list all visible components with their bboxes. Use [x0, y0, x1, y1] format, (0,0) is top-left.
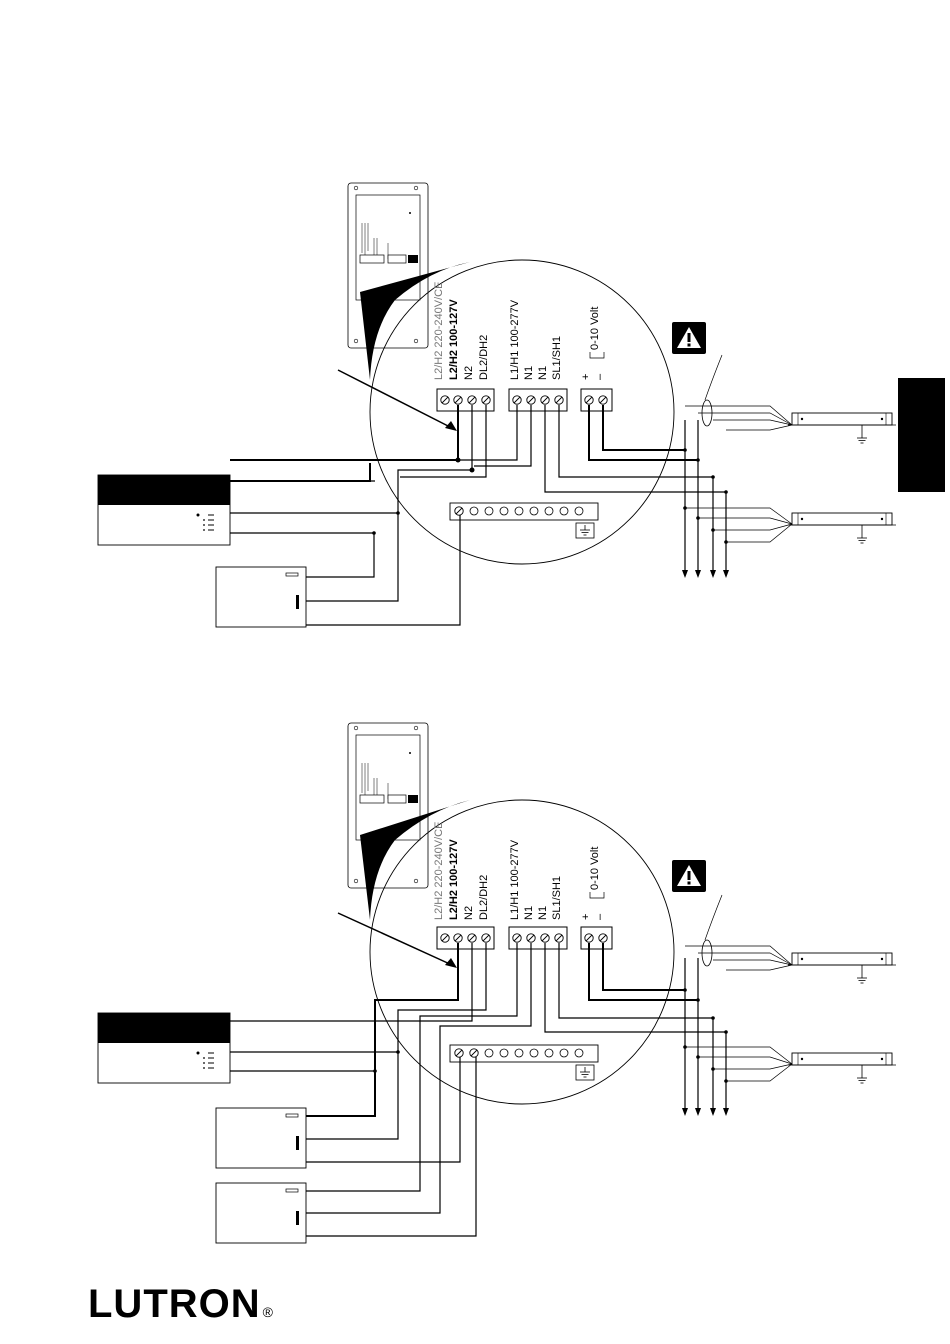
label-dl2-dh2: DL2/DH2 [478, 335, 490, 380]
warning-icon-bottom [672, 860, 706, 892]
label-n2-b: N2 [463, 906, 475, 920]
label-n1-b-b: N1 [537, 906, 549, 920]
label-plus: + [580, 374, 592, 380]
label-n1-a-b: N1 [523, 906, 535, 920]
ballast-top-2 [788, 513, 896, 543]
label-l2-h2-ce: L2/H2 220-240V/CE [433, 282, 445, 380]
switch-device-top [216, 567, 306, 627]
label-l2-h2-ce-b: L2/H2 220-240V/CE [433, 822, 445, 920]
ballast-bottom-1 [788, 953, 896, 983]
label-0-10-volt-b: 0-10 Volt [589, 847, 601, 890]
label-0-10-volt: 0-10 Volt [589, 307, 601, 350]
control-unit-bottom [98, 1013, 230, 1083]
label-n1-b: N1 [537, 366, 549, 380]
label-l2-h2-b: L2/H2 100-127V [448, 839, 460, 920]
dimmer-module-bottom [348, 723, 428, 888]
label-minus: – [594, 373, 606, 380]
ballast-top-1 [788, 413, 896, 443]
label-sl1-sh1: SL1/SH1 [551, 336, 563, 380]
brand-name: LUTRON [88, 1282, 261, 1326]
dimmer-module-top [348, 183, 428, 348]
control-unit-top [98, 475, 230, 545]
brand-mark: ® [263, 1304, 274, 1320]
label-sl1-sh1-b: SL1/SH1 [551, 876, 563, 920]
label-l2-h2: L2/H2 100-127V [448, 299, 460, 380]
wiring-diagram-bottom: L2/H2 220-240V/CE L2/H2 100-127V N2 DL2/… [98, 723, 896, 1243]
label-n2: N2 [463, 366, 475, 380]
wiring-diagram-top: L2/H2 220-240V/CE L2/H2 100-127V N2 DL2/… [98, 183, 896, 627]
label-dl2-dh2-b: DL2/DH2 [478, 875, 490, 920]
label-l1-h1: L1/H1 100-277V [509, 299, 521, 380]
lutron-logo: LUTRON® [88, 1282, 274, 1327]
label-l1-h1-b: L1/H1 100-277V [509, 839, 521, 920]
ballast-bottom-2 [788, 1053, 896, 1083]
switch-device-bottom-1 [216, 1108, 306, 1168]
label-plus-b: + [580, 914, 592, 920]
label-minus-b: – [594, 913, 606, 920]
label-n1-a: N1 [523, 366, 535, 380]
warning-icon [672, 322, 706, 354]
switch-device-bottom-2 [216, 1183, 306, 1243]
